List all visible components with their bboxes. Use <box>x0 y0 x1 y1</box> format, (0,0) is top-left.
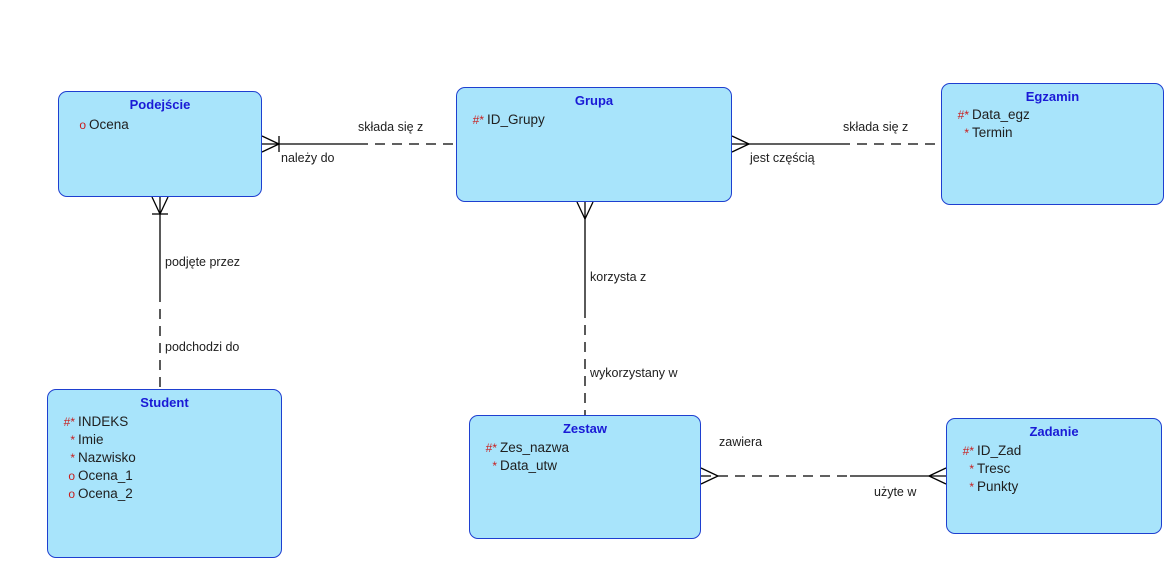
attribute-marker: * <box>969 462 974 476</box>
rel-label-grupa-zestaw-a: korzysta z <box>590 270 647 284</box>
attribute-marker: * <box>70 451 75 465</box>
entity-title: Student <box>140 395 189 410</box>
entity-title: Podejście <box>129 97 191 112</box>
entity-grupa[interactable]: Grupa #*ID_Grupy <box>456 87 732 202</box>
rel-label-podejscie-student-a: podjęte przez <box>165 255 241 269</box>
attribute-marker: #* <box>472 113 484 127</box>
rel-label-grupa-egzamin-a: składa się z <box>843 120 909 134</box>
attribute-row: *Tresc <box>952 460 1021 478</box>
attribute-row: #*Zes_nazwa <box>475 439 569 457</box>
attribute-list: #*ID_Zad*Tresc*Punkty <box>952 442 1022 496</box>
rel-label-podejscie-grupa-b: należy do <box>281 151 335 165</box>
attribute-name: Zes_nazwa <box>500 440 570 455</box>
attribute-row: #*ID_Grupy <box>462 111 545 129</box>
attribute-name: Tresc <box>977 461 1011 476</box>
rel-label-zestaw-zadanie-a: zawiera <box>719 435 763 449</box>
attribute-marker: * <box>70 433 75 447</box>
rel-label-podejscie-student-b: podchodzi do <box>165 340 240 354</box>
attribute-marker: o <box>79 118 86 132</box>
attribute-row: *Nazwisko <box>53 449 136 467</box>
attribute-row: #*INDEKS <box>53 413 136 431</box>
attribute-marker: #* <box>485 441 497 455</box>
rel-label-zestaw-zadanie-b: użyte w <box>874 485 917 499</box>
attribute-marker: * <box>964 126 969 140</box>
attribute-marker: * <box>492 459 497 473</box>
entity-title: Zestaw <box>562 421 608 436</box>
attribute-marker: #* <box>957 108 969 122</box>
attribute-marker: * <box>969 480 974 494</box>
attribute-name: Punkty <box>977 479 1019 494</box>
rel-label-grupa-zestaw-b: wykorzystany w <box>590 366 678 380</box>
crowsfoot-zestaw-side <box>700 467 720 485</box>
rel-label-podejscie-grupa-a: składa się z <box>358 120 424 134</box>
attribute-name: Ocena <box>89 117 129 132</box>
attribute-list: #*Data_egz*Termin <box>947 106 1030 142</box>
attribute-marker: o <box>68 487 75 501</box>
attribute-name: INDEKS <box>78 414 129 429</box>
attribute-row: #*Data_egz <box>947 106 1030 124</box>
attribute-list: #*Zes_nazwa*Data_utw <box>475 439 569 475</box>
attribute-name: Data_egz <box>972 107 1030 122</box>
crowsfoot-zadanie-side <box>927 467 947 485</box>
attribute-name: Imie <box>78 432 104 447</box>
attribute-row: *Punkty <box>952 478 1021 496</box>
entity-zadanie[interactable]: Zadanie #*ID_Zad*Tresc*Punkty <box>946 418 1162 534</box>
attribute-name: Ocena_1 <box>78 468 133 483</box>
attribute-list: #*ID_Grupy <box>462 111 545 129</box>
entity-title: Zadanie <box>1029 424 1079 439</box>
attribute-name: Nazwisko <box>78 450 136 465</box>
attribute-row: #*ID_Zad <box>952 442 1022 460</box>
crowsfoot-grupa-zestaw <box>576 201 594 221</box>
attribute-marker: #* <box>63 415 75 429</box>
crowsfoot-grupa-egzamin <box>731 135 751 153</box>
attribute-row: *Termin <box>947 124 1030 142</box>
attribute-name: Data_utw <box>500 458 558 473</box>
rel-label-grupa-egzamin-b: jest częścią <box>750 151 815 165</box>
entity-title: Egzamin <box>1025 89 1080 104</box>
attribute-row: *Data_utw <box>475 457 569 475</box>
attribute-row: *Imie <box>53 431 136 449</box>
attribute-name: ID_Zad <box>977 443 1022 458</box>
attribute-marker: o <box>68 469 75 483</box>
attribute-marker: #* <box>962 444 974 458</box>
entity-egzamin[interactable]: Egzamin #*Data_egz*Termin <box>941 83 1164 205</box>
attribute-name: Termin <box>972 125 1013 140</box>
attribute-name: Ocena_2 <box>78 486 133 501</box>
entity-zestaw[interactable]: Zestaw #*Zes_nazwa*Data_utw <box>469 415 701 539</box>
entity-title: Grupa <box>574 93 614 108</box>
attribute-name: ID_Grupy <box>487 112 545 127</box>
